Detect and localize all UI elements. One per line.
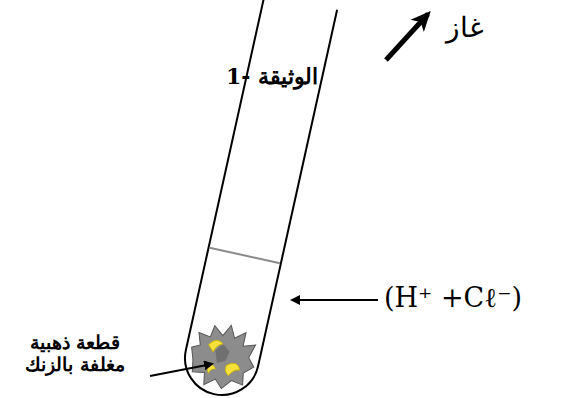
gas-arrow: [386, 14, 428, 60]
test-tube: [178, 0, 337, 398]
gold-piece: [207, 339, 223, 354]
leader-line: [292, 299, 378, 301]
zinc-coating: [184, 318, 261, 395]
document-title: الوثيقة -1: [226, 64, 318, 89]
gold-piece-label: قطعة ذهبية مغلفة بالزنك: [4, 332, 146, 376]
gas-label: غاز: [446, 12, 484, 44]
solution-label: (H⁺ +Cℓ⁻): [384, 282, 522, 313]
leader-line: [150, 364, 212, 376]
gold-piece: [224, 362, 241, 378]
